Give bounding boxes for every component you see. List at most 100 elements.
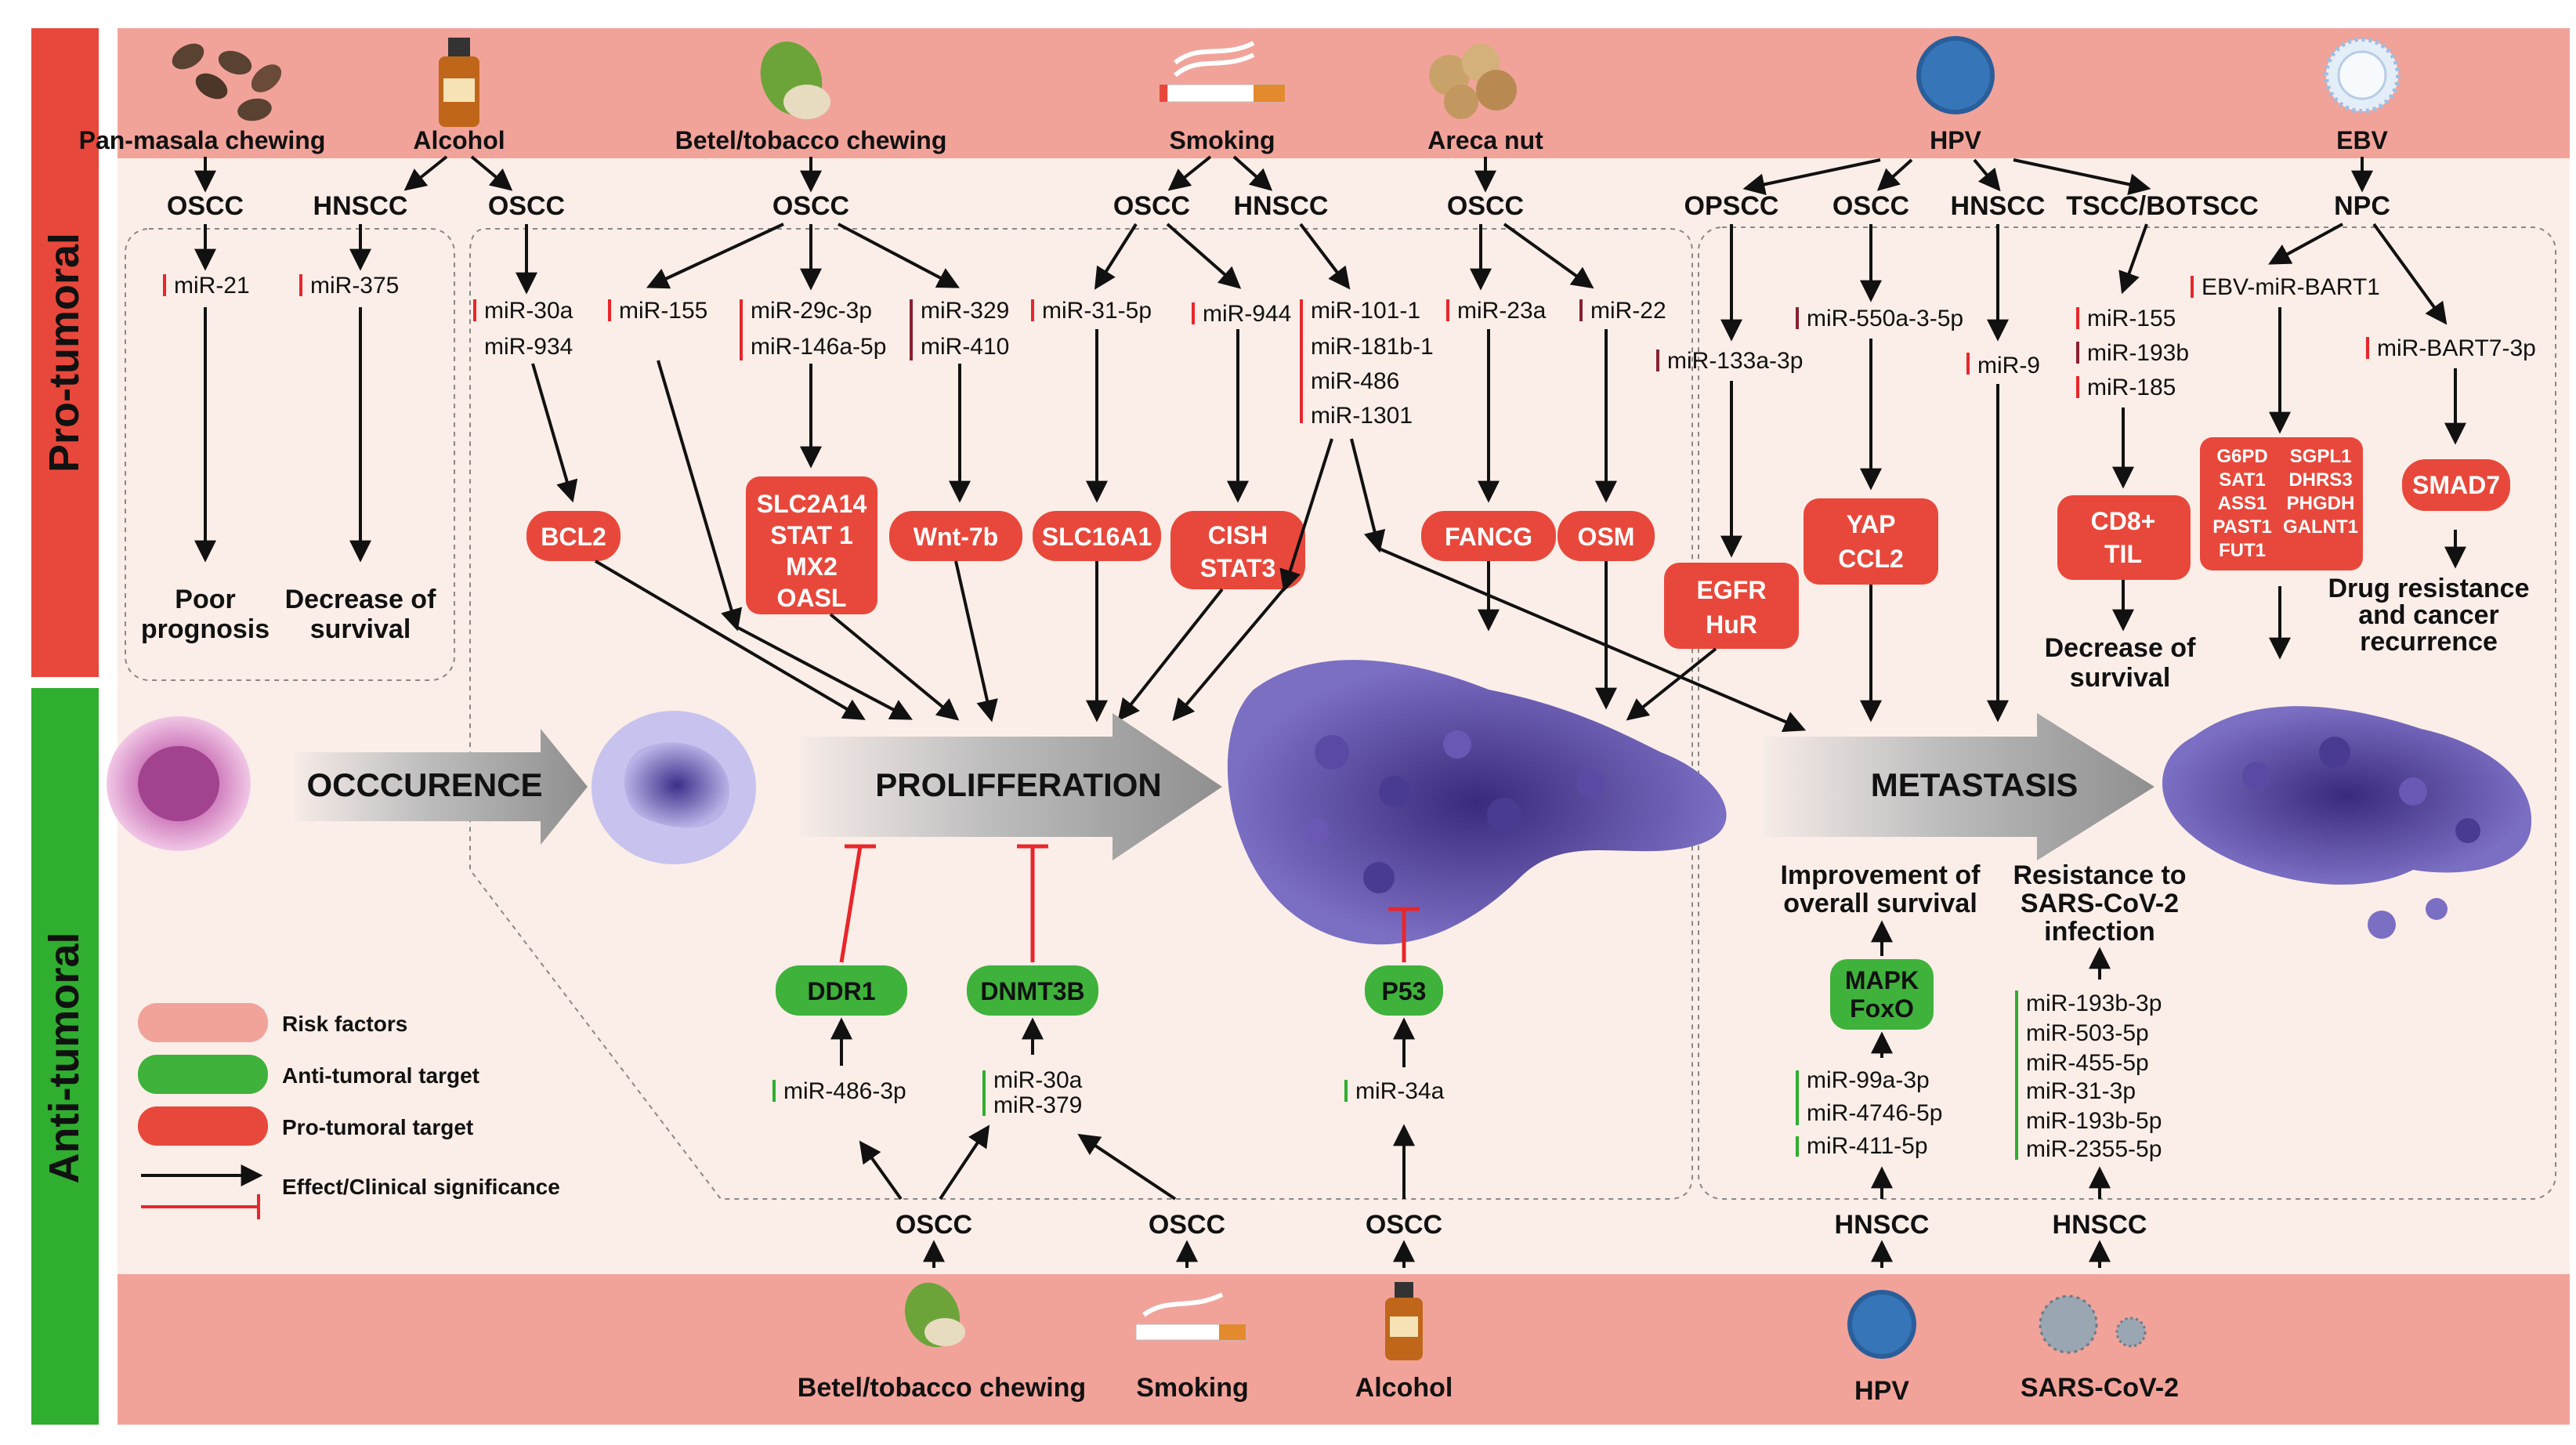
box-left	[125, 228, 455, 681]
risk-pan-masala: Pan-masala chewing	[79, 126, 326, 154]
stage-proliferation: PROLIFFERATION	[875, 766, 1162, 803]
outcome-improve-1: Improvement of	[1780, 860, 1981, 890]
target-past1: PAST1	[2212, 516, 2272, 538]
risk-areca-nut: Areca nut	[1427, 126, 1543, 154]
mirna-944: miR-944	[1203, 301, 1291, 327]
target-egfr: EGFR	[1697, 576, 1767, 604]
legend: Risk factors Anti-tumoral target Pro-tum…	[138, 1003, 560, 1219]
hpv-virus-icon	[1916, 36, 1995, 114]
betel-leaf-icon-bottom	[904, 1282, 965, 1348]
stage-occurence: OCCCURENCE	[306, 766, 542, 803]
mirna-486: miR-486	[1311, 368, 1399, 394]
risk-smoking-top: Smoking	[1169, 126, 1275, 154]
ct-npc: NPC	[2334, 191, 2390, 221]
outcome-drug-3: recurrence	[2360, 627, 2498, 657]
target-sgpl1: SGPL1	[2290, 446, 2352, 467]
outcome-poor-1: Poor	[175, 585, 235, 614]
mirna-410: miR-410	[921, 334, 1009, 360]
ct-oscc-b2: OSCC	[1149, 1210, 1225, 1240]
outcome-poor-2: prognosis	[141, 614, 270, 644]
mirna-550a: miR-550a-3-5p	[1807, 306, 1963, 331]
normal-cell-illustration	[107, 716, 251, 851]
mirna-9: miR-9	[1977, 353, 2040, 378]
target-smad7: SMAD7	[2412, 471, 2500, 499]
ct-oscc-b3: OSCC	[1366, 1210, 1442, 1240]
outcome-sars-3: infection	[2044, 917, 2155, 947]
mirna-455: miR-455-5p	[2026, 1050, 2149, 1076]
transformed-cell-illustration	[592, 711, 756, 864]
pro-tumoral-label: Pro-tumoral	[41, 233, 88, 473]
mirna-31: miR-31-5p	[1042, 298, 1152, 324]
target-sat1: SAT1	[2219, 469, 2266, 491]
target-dnmt3b: DNMT3B	[980, 977, 1084, 1005]
target-cish: CISH	[1208, 521, 1268, 549]
mirna-193b-3p: miR-193b-3p	[2026, 990, 2162, 1016]
target-fancg: FANCG	[1445, 523, 1532, 551]
up-regulation-marks	[163, 274, 2369, 423]
tumor-mass-illustration	[1227, 660, 1727, 945]
mirna-375: miR-375	[310, 273, 399, 299]
target-galnt1: GALNT1	[2283, 516, 2358, 538]
green-down-marks	[772, 990, 2018, 1160]
mirna-bart7: miR-BART7-3p	[2377, 335, 2536, 361]
occurence-arrow	[294, 729, 588, 845]
outcome-decrease1-1: Decrease of	[285, 585, 436, 614]
areca-nut-icon	[1429, 44, 1517, 119]
alcohol-bottle-icon-bottom	[1385, 1282, 1423, 1360]
target-phgdh: PHGDH	[2287, 493, 2355, 514]
legend-risk: Risk factors	[282, 1012, 407, 1036]
pro-targets: BCL2 SLC2A14 STAT 1 MX2 OASL Wnt-7b SLC1…	[526, 437, 2510, 649]
mirna-23a: miR-23a	[1457, 298, 1547, 324]
pro-tumoral-bar	[31, 28, 99, 677]
risk-smoking-bottom: Smoking	[1136, 1373, 1249, 1403]
mirna-155-b: miR-155	[2087, 306, 2176, 331]
risk-betel-top: Betel/tobacco chewing	[675, 126, 947, 154]
target-g6pd: G6PD	[2216, 446, 2267, 467]
mirna-1301: miR-1301	[1311, 403, 1413, 429]
outcome-decrease2-1: Decrease of	[2045, 633, 2196, 663]
sars-cov-2-icon	[2039, 1295, 2147, 1354]
proliferation-arrow	[799, 713, 1222, 860]
target-fut1: FUT1	[2219, 540, 2266, 561]
mirna-30a-anti: miR-30a	[993, 1067, 1083, 1093]
risk-hpv-top: HPV	[1930, 126, 1981, 154]
risk-alcohol-top: Alcohol	[413, 126, 505, 154]
target-oasl: OASL	[777, 584, 847, 612]
ct-hnscc-3: HNSCC	[1951, 191, 2046, 221]
hpv-virus-icon-bottom	[1847, 1290, 1916, 1359]
legend-anti: Anti-tumoral target	[282, 1063, 479, 1088]
betel-leaf-icon	[760, 42, 830, 119]
down-regulation-marks	[910, 299, 2079, 371]
risk-sars-bottom: SARS-CoV-2	[2021, 1373, 2179, 1403]
target-hur: HuR	[1706, 610, 1757, 639]
anti-tumoral-bar	[31, 688, 99, 1425]
mirna-503: miR-503-5p	[2026, 1020, 2149, 1046]
target-foxo: FoxO	[1850, 994, 1914, 1023]
bottom-risk-band	[118, 1274, 2570, 1425]
mirna-329: miR-329	[921, 298, 1009, 324]
target-stat3: STAT3	[1200, 554, 1276, 582]
mirna-193b-5p: miR-193b-5p	[2026, 1108, 2162, 1134]
cigarette-icon	[1160, 41, 1286, 103]
metastatic-tumor-illustration	[2162, 706, 2532, 939]
target-ass1: ASS1	[2218, 493, 2267, 514]
box-right	[1698, 226, 2556, 1200]
target-cd8: CD8+	[2091, 507, 2156, 535]
target-p53: P53	[1382, 977, 1427, 1005]
ct-hnscc-1: HNSCC	[313, 191, 408, 221]
pan-masala-icon	[172, 43, 282, 121]
target-til: TIL	[2104, 540, 2142, 568]
mirna-146a: miR-146a-5p	[751, 334, 886, 360]
risk-alcohol-bottom: Alcohol	[1355, 1373, 1453, 1403]
target-slc2a14: SLC2A14	[757, 490, 867, 518]
ebv-virus-icon	[2324, 37, 2401, 114]
outcome-decrease1-2: survival	[310, 614, 411, 644]
mirna-155-a: miR-155	[619, 298, 707, 324]
target-mx2: MX2	[786, 552, 838, 581]
mirna-133a: miR-133a-3p	[1667, 348, 1803, 374]
outcome-sars-2: SARS-CoV-2	[2021, 889, 2179, 918]
target-yap: YAP	[1847, 510, 1896, 538]
outcome-improve-2: overall survival	[1783, 889, 1977, 918]
cigarette-icon-bottom	[1135, 1292, 1246, 1341]
